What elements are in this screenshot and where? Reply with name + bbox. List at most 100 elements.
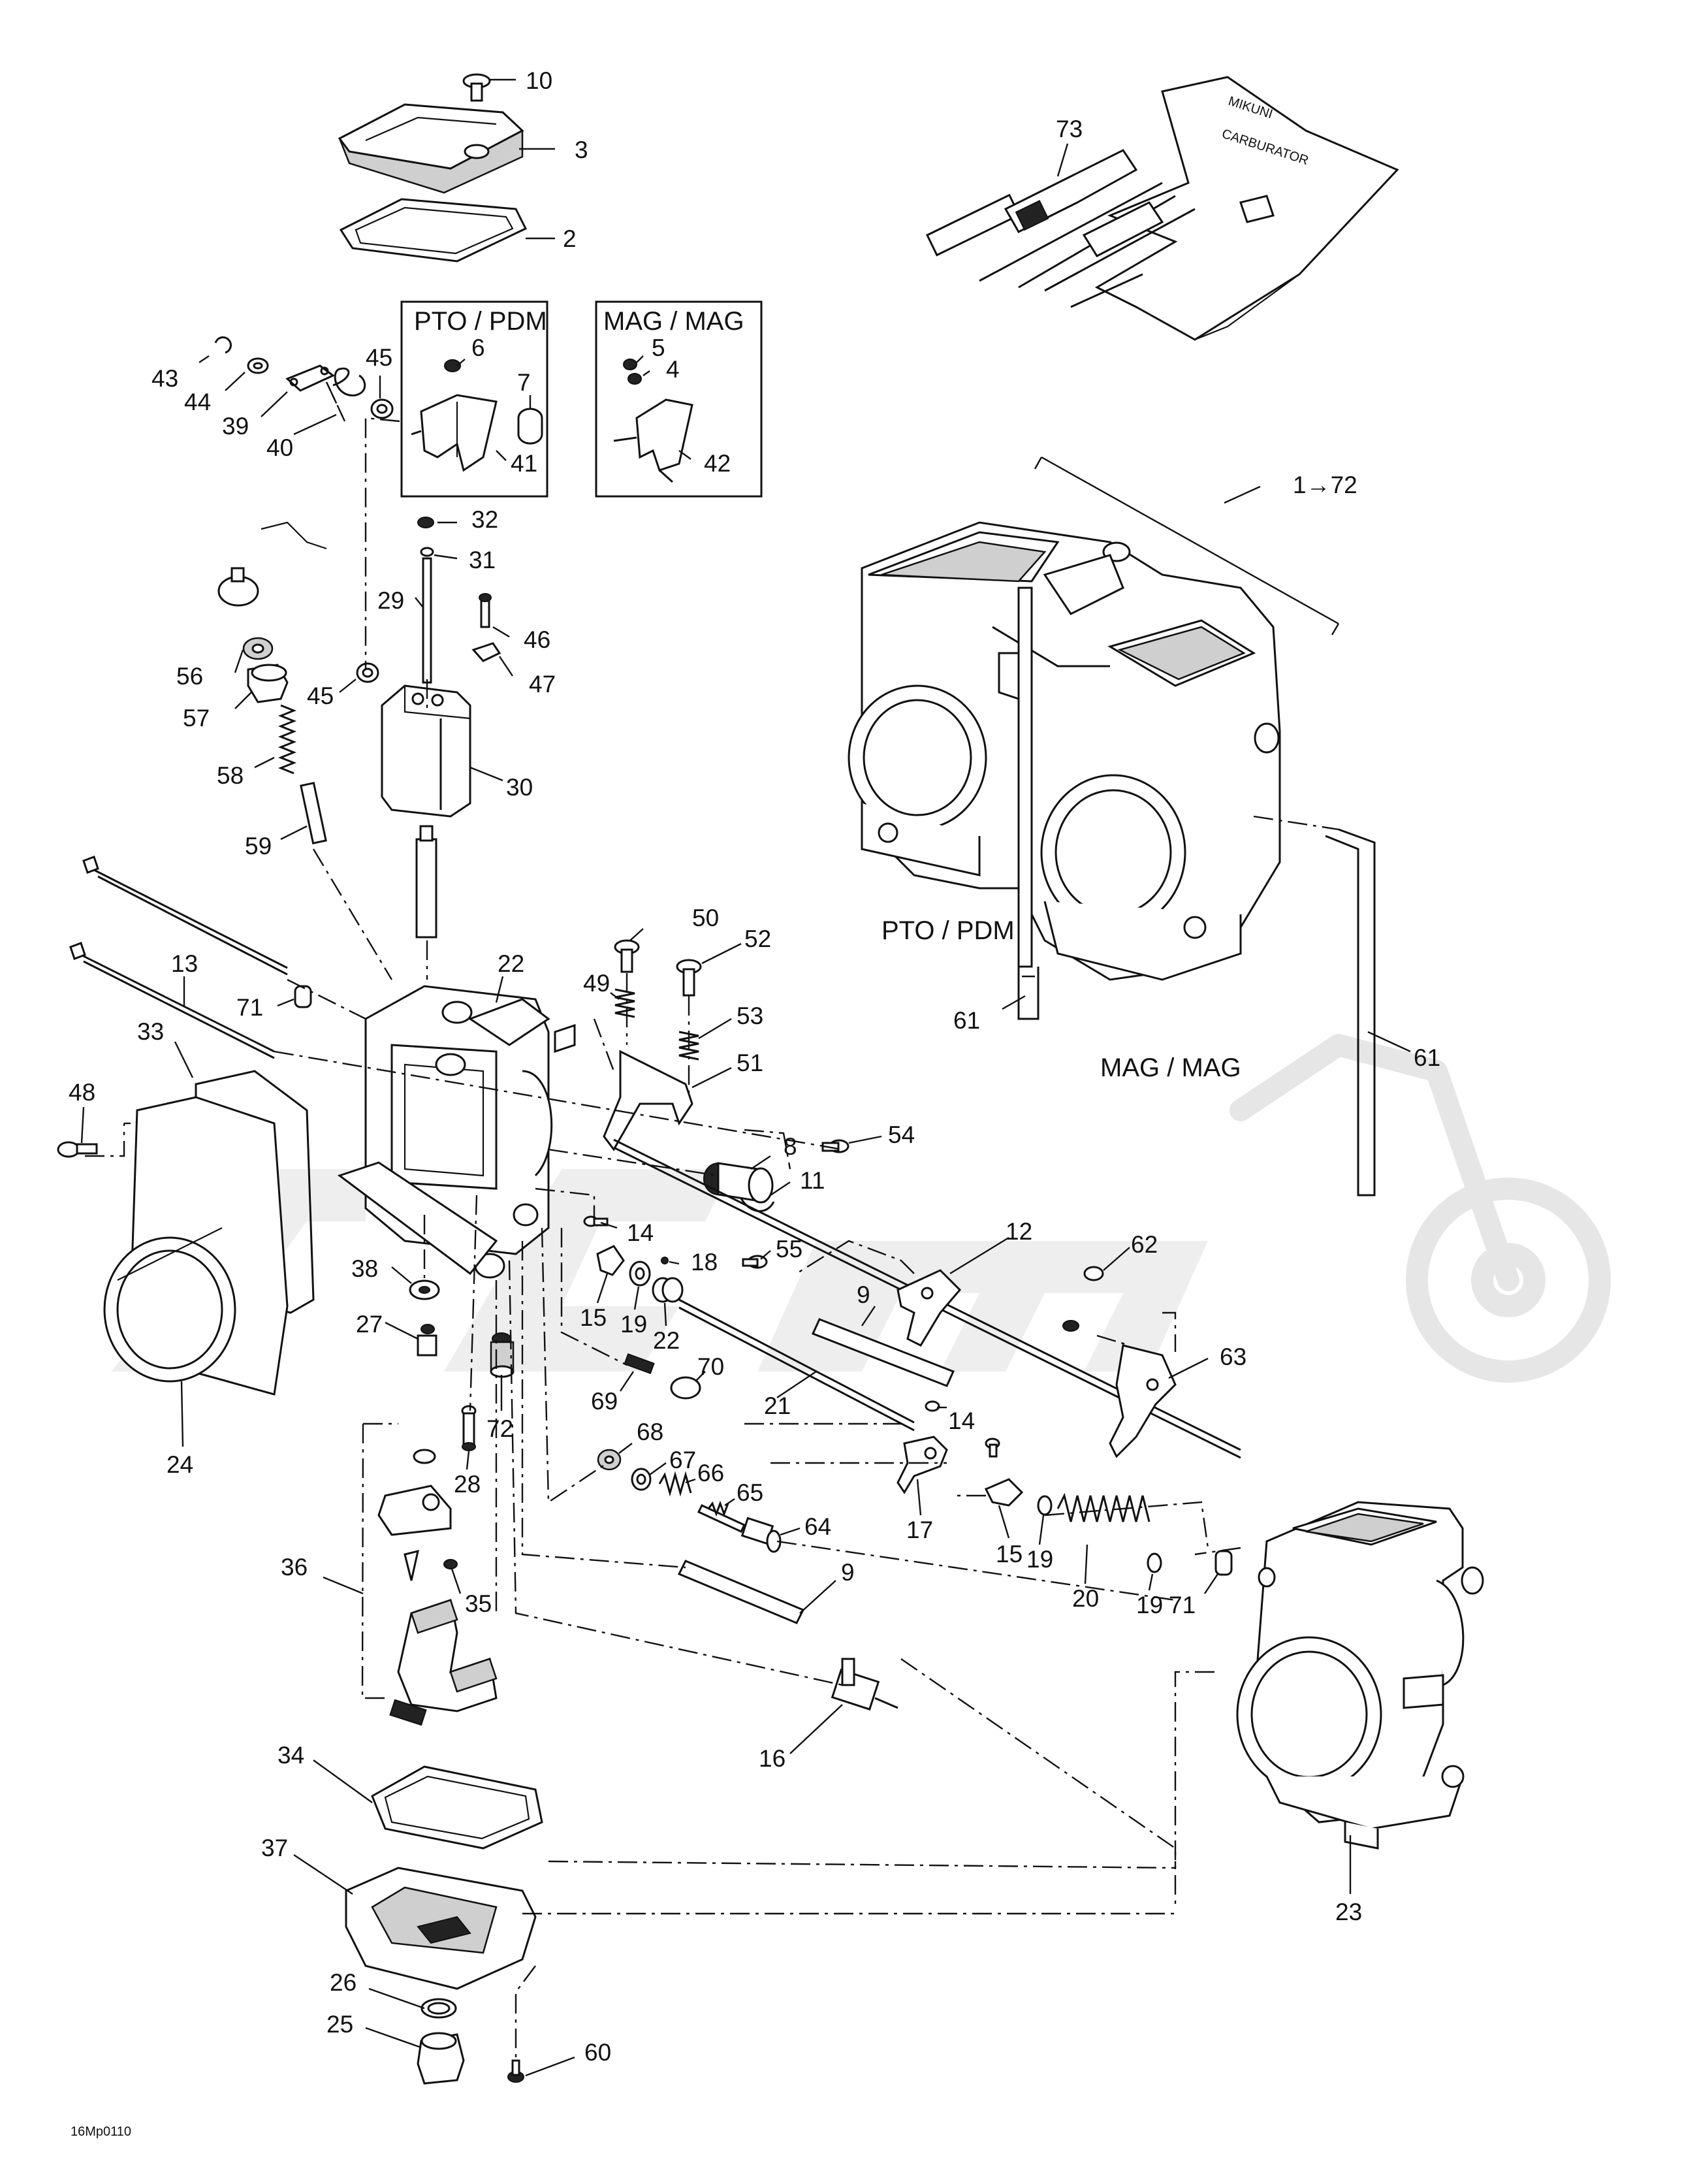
- callout: 23: [1335, 1899, 1362, 1925]
- part-fitting-16: [831, 1658, 898, 1711]
- part-plate-39: [285, 364, 335, 392]
- callout: 21: [764, 1392, 791, 1419]
- callout: 67: [669, 1447, 696, 1473]
- callout: 16: [759, 1745, 785, 1772]
- callout: 33: [137, 1018, 164, 1045]
- pto-box: [400, 300, 548, 498]
- box-titles: PTO / PDM MAG / MAG PTO / PDM MAG / MAG …: [71, 307, 1357, 2139]
- callout: 19: [1136, 1592, 1163, 1618]
- part-slide-30: [381, 684, 471, 818]
- assembly-guide-lines: [85, 381, 1339, 2057]
- callout: 25: [326, 2011, 353, 2038]
- part-carb-body-23: [1236, 1501, 1484, 1850]
- callout: 52: [744, 925, 771, 952]
- part-carb-body-22: [337, 985, 576, 1279]
- callout: 37: [261, 1835, 288, 1861]
- part-jet-69: [624, 1353, 655, 1374]
- part-clip-43: [214, 336, 232, 354]
- callout: 9: [857, 1281, 870, 1308]
- part-nut-4: [627, 373, 642, 385]
- pto-box-title: PTO / PDM: [414, 307, 547, 336]
- callout: 69: [591, 1388, 618, 1415]
- part-gasket-2: [339, 198, 528, 263]
- part-tube-9a: [811, 1318, 955, 1387]
- callout: 17: [906, 1517, 933, 1543]
- callout: 27: [356, 1311, 383, 1338]
- part-screw-64: [740, 1517, 782, 1553]
- tool-kit-text: CARBURATOR: [1220, 127, 1310, 169]
- part-needle-65: [697, 1500, 746, 1533]
- callout: 34: [278, 1742, 304, 1769]
- callout: 72: [486, 1415, 513, 1442]
- callout-numbers: 10 3 2 73 6 7 41 5 4 42 43 44 39 40 45 3…: [69, 67, 1440, 2066]
- callout: 28: [454, 1471, 481, 1498]
- part-tool-kit-73: MIKUNI CARBURATOR: [925, 76, 1399, 341]
- callout: 24: [167, 1451, 193, 1478]
- callout: 15: [580, 1304, 607, 1331]
- callout: 45: [307, 682, 334, 709]
- part-cap-71b: [1214, 1550, 1233, 1576]
- callout: 44: [184, 389, 211, 415]
- part-screw-14b: [925, 1400, 940, 1412]
- part-washer-38: [409, 1279, 440, 1300]
- callout: 54: [888, 1121, 915, 1148]
- part-washer-31: [420, 547, 434, 557]
- callout: 73: [1056, 116, 1083, 142]
- part-screw-52: [676, 959, 702, 997]
- callout: 38: [351, 1255, 378, 1282]
- part-gasket-34: [371, 1765, 543, 1850]
- part-spring-20: [1056, 1492, 1150, 1522]
- callout: 22: [498, 950, 524, 977]
- part-washer-44: [247, 357, 269, 374]
- callout: 57: [183, 705, 210, 731]
- part-needle-jet: [415, 825, 437, 939]
- callout: 19: [620, 1311, 647, 1338]
- part-screw-35: [443, 1559, 458, 1569]
- callout: 15: [996, 1541, 1023, 1567]
- part-cover-3: [338, 103, 524, 194]
- callout: 32: [471, 506, 498, 533]
- part-bracket-41: [411, 394, 498, 472]
- callout: 4: [666, 356, 680, 383]
- callout: 71: [1169, 1592, 1196, 1618]
- part-bracket-42: [613, 398, 693, 483]
- tool-brand-text: MIKUNI: [1226, 94, 1274, 122]
- callout: 8: [784, 1133, 797, 1160]
- callout: 19: [1026, 1546, 1053, 1573]
- callout: 50: [692, 905, 719, 931]
- callout: 59: [245, 833, 272, 859]
- part-washer-45b: [356, 662, 379, 683]
- part-spring-40: [332, 367, 366, 396]
- callout: 46: [524, 626, 550, 653]
- callout: 58: [217, 762, 244, 789]
- callout: 60: [584, 2039, 611, 2066]
- part-cap-56: [242, 637, 274, 660]
- callout: 9: [841, 1559, 855, 1586]
- callout: 45: [366, 344, 392, 371]
- callout: 20: [1072, 1585, 1099, 1612]
- callout: 26: [330, 1969, 357, 1996]
- callout: 62: [1131, 1231, 1158, 1258]
- mag-section-label: MAG / MAG: [1100, 1053, 1241, 1082]
- callout: 5: [652, 334, 665, 361]
- part-jet-28: [461, 1405, 477, 1451]
- mag-box: [595, 300, 763, 498]
- part-plug-25: [417, 2032, 465, 2085]
- part-spring-49: [614, 988, 635, 1018]
- callout: 51: [737, 1050, 763, 1076]
- part-bolts-13: [69, 856, 288, 1059]
- part-hose-61a: [998, 652, 1039, 1020]
- callout: 29: [377, 587, 404, 614]
- part-needle-29: [422, 557, 432, 684]
- part-lever-15a: [596, 1245, 625, 1276]
- part-jet-27: [417, 1324, 437, 1357]
- pto-section-label: PTO / PDM: [881, 916, 1015, 945]
- callout: 35: [465, 1590, 492, 1617]
- part-screw-46: [479, 593, 492, 628]
- assembly-bracket: [1041, 456, 1339, 625]
- part-nut-57: [247, 664, 289, 703]
- callout: 18: [691, 1249, 718, 1276]
- part-oring-67: [631, 1468, 652, 1491]
- callout: 63: [1220, 1343, 1246, 1370]
